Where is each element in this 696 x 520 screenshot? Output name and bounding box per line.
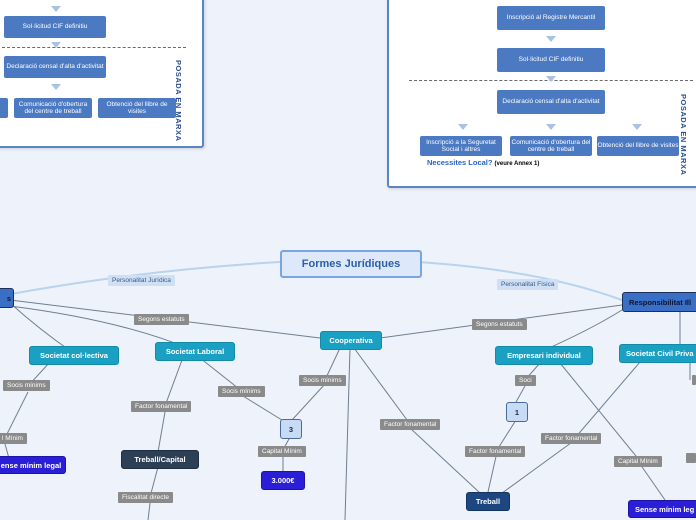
process-panel-left: Sol·licitud CIF definitiu Declaració cen… xyxy=(0,0,204,148)
capital-3000[interactable]: 3.000€ xyxy=(261,471,305,490)
step-seguretat-box[interactable]: Inscripció a la Seguretat Social i altre… xyxy=(420,136,502,156)
topic-responsabilitat[interactable]: Responsibilitat Ill xyxy=(622,292,696,312)
down-arrow-icon xyxy=(51,6,61,12)
relation-label-personalitat-fisica: Personalitat Física xyxy=(497,279,559,290)
down-arrow-icon xyxy=(51,42,61,48)
local-note-link[interactable]: Necessites Local? xyxy=(427,158,493,167)
down-arrow-icon xyxy=(632,124,642,130)
section-divider xyxy=(2,47,186,48)
sense-minim-legal-right[interactable]: Sense mínim leg xyxy=(628,500,696,518)
down-arrow-icon xyxy=(51,84,61,90)
step-partial-box[interactable] xyxy=(0,98,8,118)
topic-societat-civil[interactable]: Societat Civil Priva xyxy=(619,344,696,363)
tag-capital-minim-right: Capital Mínim xyxy=(614,456,662,467)
down-arrow-icon xyxy=(546,36,556,42)
tag-segons-estatuts-left: Segons estatuts xyxy=(134,314,189,325)
tag-factor-fonamental-coop: Factor fonamental xyxy=(380,419,441,430)
step-obertura-box-right[interactable]: Comunicació d'obertura del centre de tre… xyxy=(510,136,592,156)
tag-fiscalitat-directe: Fiscalitat directe xyxy=(118,492,173,503)
step-censal-box-right[interactable]: Declaració censal d'alta d'activitat xyxy=(497,90,605,114)
tag-partial-right-top xyxy=(692,375,696,385)
down-arrow-icon xyxy=(458,124,468,130)
topic-left-partial[interactable]: s xyxy=(0,288,14,308)
tag-capital-minim-left: l Mínim xyxy=(0,433,27,444)
process-panel-right: Inscripció al Registre Mercantil Sol·lic… xyxy=(387,0,696,188)
tag-factor-fonamental-civil: Factor fonamental xyxy=(541,433,602,444)
posada-en-marxa-label-right: POSADA EN MARXA xyxy=(679,94,688,176)
tag-socis-minims-colectiva: Socis mínims xyxy=(3,380,50,391)
step-censal-box[interactable]: Declaració censal d'alta d'activitat xyxy=(4,56,106,78)
tag-factor-fonamental-empresari: Factor fonamental xyxy=(465,446,526,457)
topic-societat-laboral[interactable]: Societat Laboral xyxy=(155,342,235,361)
tag-socis-minims-coop: Socis mínims xyxy=(299,375,346,386)
step-llibre-box-right[interactable]: Obtenció del llibre de visites xyxy=(597,136,679,156)
relation-label-personalitat-juridica: Personalitat Jurídica xyxy=(108,275,175,286)
tag-capital-minim-coop: Capital Mínim xyxy=(258,446,306,457)
socis-count-1[interactable]: 1 xyxy=(506,402,528,422)
down-arrow-icon xyxy=(546,76,556,82)
step-registre-box[interactable]: Inscripció al Registre Mercantil xyxy=(497,6,605,30)
topic-societat-colectiva[interactable]: Societat col·lectiva xyxy=(29,346,119,365)
posada-en-marxa-label: POSADA EN MARXA xyxy=(174,60,183,142)
step-cif-box-right[interactable]: Sol·licitud CIF definitiu xyxy=(497,48,605,72)
tag-segons-estatuts-right: Segons estatuts xyxy=(472,319,527,330)
down-arrow-icon xyxy=(546,124,556,130)
local-note: Necessites Local? (veure Annex 1) xyxy=(427,158,539,167)
tag-factor-fonamental-laboral: Factor fonamental xyxy=(131,401,192,412)
local-note-suffix: (veure Annex 1) xyxy=(494,161,540,167)
central-topic[interactable]: Formes Jurídiques xyxy=(280,250,422,278)
sense-minim-legal-left[interactable]: ense mínim legal xyxy=(0,456,66,474)
topic-treball-capital[interactable]: Treball/Capital xyxy=(121,450,199,469)
step-llibre-box[interactable]: Obtenció del llibre de visites xyxy=(98,98,176,118)
tag-soci: Soci xyxy=(515,375,536,386)
step-cif-box[interactable]: Sol·licitud CIF definitiu xyxy=(4,16,106,38)
topic-treball[interactable]: Treball xyxy=(466,492,510,511)
topic-cooperativa[interactable]: Cooperativa xyxy=(320,331,382,350)
step-obertura-box[interactable]: Comunicació d'obertura del centre de tre… xyxy=(14,98,92,118)
socis-count-3[interactable]: 3 xyxy=(280,419,302,439)
tag-partial-right-bottom xyxy=(686,453,696,463)
topic-empresari-individual[interactable]: Empresari individual xyxy=(495,346,593,365)
tag-socis-minims-laboral: Socis mínims xyxy=(218,386,265,397)
